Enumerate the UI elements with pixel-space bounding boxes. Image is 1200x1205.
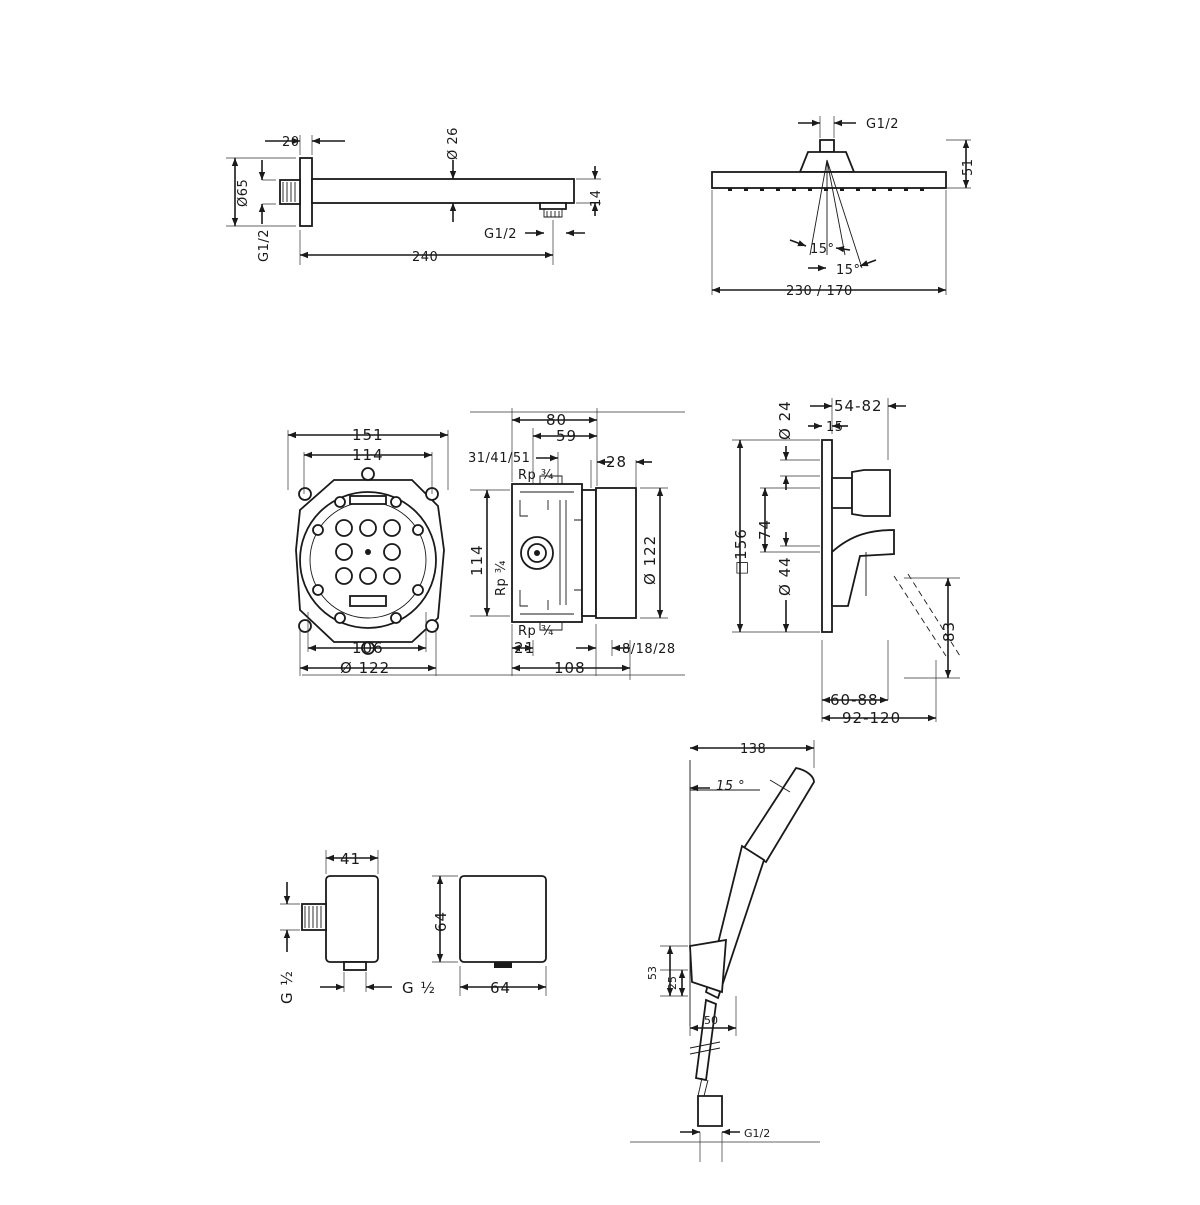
side-dim-21: 21 [514, 639, 535, 657]
side-dim-108: 108 [554, 659, 586, 677]
side-dim-59: 59 [556, 427, 577, 445]
side-dim-114: 114 [468, 544, 486, 576]
side-dim-rp-top: Rp ¾ [518, 468, 554, 483]
mixer-dim-15: 15 [826, 420, 844, 435]
hand-shower-view: 138 15 ° 53 25 50 G1/2 [630, 740, 820, 1162]
arm-dim-g12-left: G1/2 [257, 229, 272, 262]
mixer-dim-74: 74 [756, 519, 774, 540]
side-dim-d122: Ø 122 [641, 535, 659, 585]
hand-dim-25: 25 [666, 976, 679, 990]
box-dim-151: 151 [352, 426, 384, 444]
head-connector [819, 139, 835, 153]
side-cover [595, 487, 637, 619]
outlet-dim-g12-a: G ½ [278, 970, 296, 1004]
side-dim-28: 28 [606, 453, 627, 471]
shower-arm-view: 20 Ø 26 Ø65 G1/2 14 G1/2 240 [226, 127, 604, 265]
arm-dim-d26: Ø 26 [446, 127, 461, 160]
mixer-diverter-stem [831, 477, 853, 509]
installation-box-side: 80 59 31/41/51 28 Rp ¾ Rp ¾ Rp ¾ 114 Ø 1… [468, 408, 685, 680]
hand-hose-nut [697, 1095, 723, 1127]
box-dim-114: 114 [352, 446, 384, 464]
mixer-dim-156: □156 [732, 528, 750, 575]
side-dim-rp-left: Rp ¾ [494, 560, 509, 596]
hand-dim-138: 138 [740, 742, 766, 757]
head-dim-15b: 15° [836, 263, 861, 278]
box-dim-d122: Ø 122 [340, 659, 390, 677]
side-dim-31-41-51: 31/41/51 [468, 451, 530, 466]
mixer-dim-60-88: 60-88 [830, 691, 879, 709]
head-dim-g12: G1/2 [866, 117, 899, 132]
mixer-plate [821, 439, 833, 633]
side-dim-rp-bottom: Rp ¾ [518, 624, 554, 639]
arm-dim-d65: Ø65 [236, 179, 251, 207]
hand-dim-53: 53 [646, 966, 659, 980]
head-dim-15a: 15° [810, 242, 835, 257]
outlet-front-body [459, 875, 547, 963]
mixer-dim-d44: Ø 44 [776, 556, 794, 596]
outlet-dim-g12-b: G ½ [402, 979, 436, 997]
box-round-housing [299, 491, 437, 629]
mixer-dim-d24: Ø 24 [776, 400, 794, 440]
mixer-dim-92-120: 92-120 [842, 709, 901, 727]
outlet-dim-41: 41 [340, 850, 361, 868]
box-ports [335, 495, 401, 607]
hand-dim-g12: G1/2 [744, 1127, 770, 1140]
head-plate [711, 171, 947, 189]
side-dim-8-18-28: 8/18/28 [622, 642, 676, 657]
hand-holder [689, 938, 727, 994]
mixer-side-view: 54-82 Ø 24 15 □156 74 Ø 44 83 60-88 92-1… [732, 397, 961, 727]
outlet-dim-64-v: 64 [432, 911, 450, 932]
arm-dim-g12-right: G1/2 [484, 227, 517, 242]
hand-shower-head [742, 766, 815, 864]
mixer-dim-83: 83 [940, 621, 958, 642]
mixer-diverter-knob [851, 469, 891, 517]
arm-outlet-nut [539, 202, 567, 210]
head-dim-51: 51 [961, 158, 976, 176]
head-nozzles [728, 188, 924, 191]
arm-tube [311, 178, 575, 204]
head-dim-230-170: 230 / 170 [786, 284, 853, 299]
side-dim-80: 80 [546, 411, 567, 429]
box-dim-106: 106 [352, 639, 384, 657]
outlet-side-body [325, 875, 379, 963]
wall-outlet-side: 41 G ½ G ½ [278, 850, 436, 1004]
mixer-dim-54-82: 54-82 [834, 397, 883, 415]
hand-hose [695, 998, 717, 1082]
head-shower-view: G1/2 51 15° 15° 230 / 170 [711, 116, 976, 299]
wall-outlet-front: 64 64 [432, 875, 547, 997]
arm-wall-flange [299, 157, 313, 227]
arm-dim-14: 14 [589, 189, 604, 207]
mixer-lever-base [831, 529, 895, 607]
outlet-dim-64-h: 64 [490, 979, 511, 997]
arm-dim-240: 240 [412, 250, 438, 265]
hand-dim-50: 50 [704, 1014, 718, 1027]
box-bolts [312, 496, 424, 624]
arm-dim-20: 20 [282, 135, 300, 150]
installation-box-front: 151 114 106 Ø 122 [287, 426, 685, 677]
hand-dim-15: 15 ° [716, 779, 745, 794]
outlet-side-nipple [301, 903, 327, 931]
